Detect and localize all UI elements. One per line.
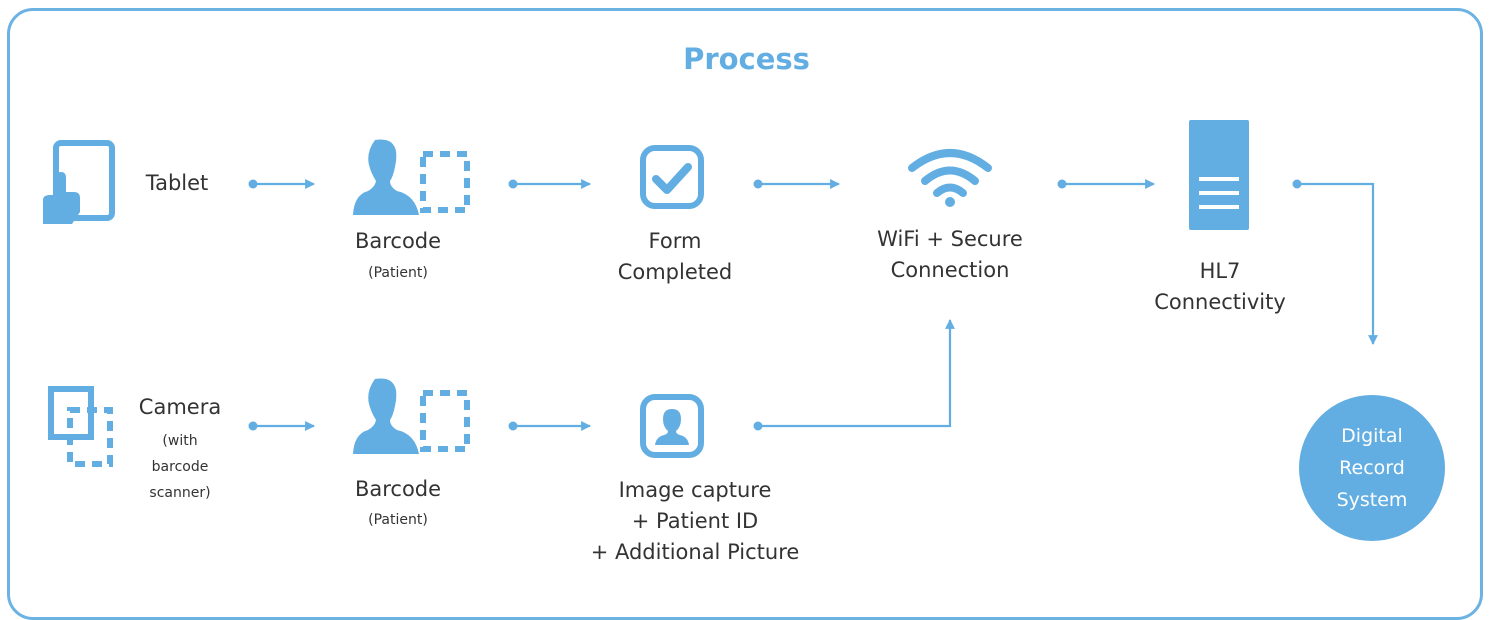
person-barcode-icon <box>353 139 470 215</box>
connectors <box>248 179 1378 431</box>
camera-frames-icon <box>48 386 113 467</box>
camera-label: Camera <box>138 395 222 419</box>
arrow-image-to-wifi <box>753 319 955 431</box>
barcode-bottom-sublabel: (Patient) <box>368 512 428 528</box>
portrait-photo-icon <box>640 394 704 458</box>
arrow-tablet-to-barcode <box>248 179 315 189</box>
hl7-label: HL7 Connectivity <box>1154 259 1286 314</box>
barcode-top-sublabel: (Patient) <box>368 265 428 281</box>
checkbox-check-icon <box>640 145 704 209</box>
digital-record-label: Digital Record System <box>1336 425 1408 511</box>
arrow-hl7-to-digital-record <box>1292 179 1378 345</box>
arrow-barcode-to-form <box>508 179 591 189</box>
barcode-bottom-label: Barcode <box>354 477 442 501</box>
digital-record-system-node: Digital Record System <box>1299 395 1445 541</box>
wifi-label: WiFi + Secure Connection <box>877 227 1023 282</box>
image-capture-label: Image capture + Patient ID + Additional … <box>590 478 800 564</box>
arrow-form-to-wifi <box>753 179 840 189</box>
tablet-touch-icon <box>43 140 115 224</box>
diagram-title: Process <box>683 42 810 76</box>
arrow-camera-to-barcode <box>248 421 315 431</box>
person-barcode-icon <box>353 378 470 454</box>
arrow-barcode-to-image <box>508 421 591 431</box>
tablet-label: Tablet <box>145 171 209 195</box>
wifi-icon <box>908 149 992 207</box>
arrow-wifi-to-hl7 <box>1057 179 1155 189</box>
barcode-top-label: Barcode <box>354 229 442 253</box>
form-label: Form Completed <box>617 229 733 284</box>
camera-sublabel: (with barcode scanner) <box>149 433 211 501</box>
server-icon <box>1189 120 1249 230</box>
